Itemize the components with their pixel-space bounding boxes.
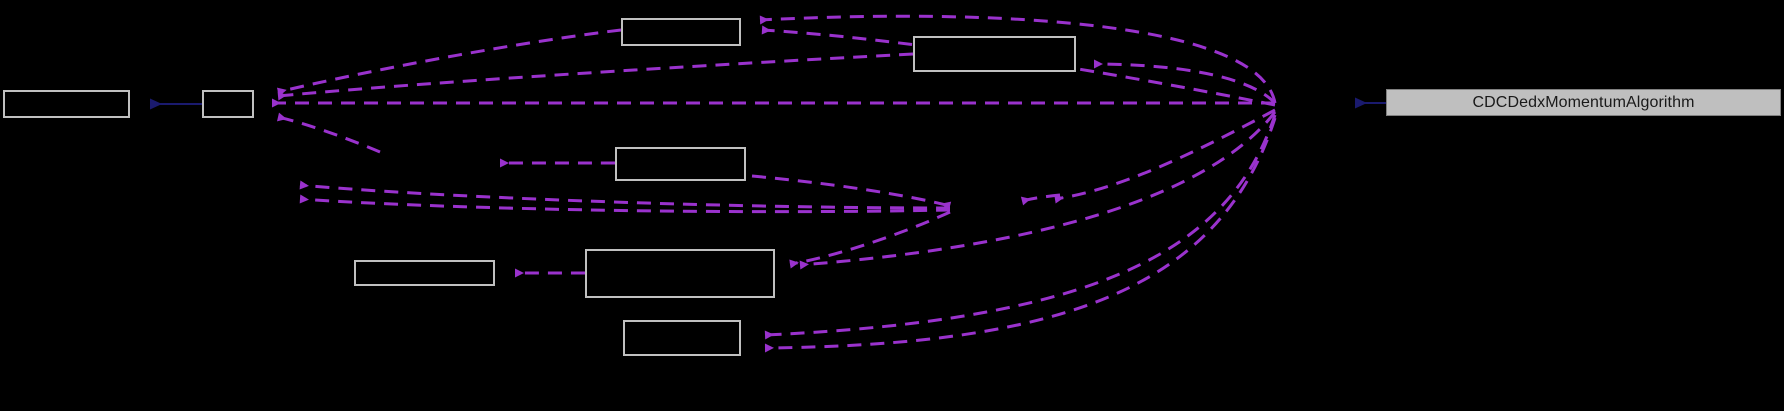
edge-n2-branch-b bbox=[299, 180, 951, 210]
edge-n7-right-in bbox=[789, 210, 951, 269]
edge-hub-to-n8a bbox=[764, 114, 1277, 340]
graph-node-3[interactable] bbox=[621, 18, 741, 46]
edge-hub-to-n5-mid bbox=[1054, 108, 1276, 204]
graph-node-2[interactable] bbox=[202, 90, 254, 118]
edge-usage-group bbox=[272, 14, 1277, 353]
graph-node-5[interactable] bbox=[615, 147, 746, 181]
edge-hub-to-n7 bbox=[799, 111, 1277, 270]
edge-n4-to-n2 bbox=[277, 52, 914, 101]
graph-node-7[interactable] bbox=[585, 249, 775, 298]
graph-node-4[interactable] bbox=[913, 36, 1076, 72]
edge-hub-to-n4 bbox=[1093, 59, 1277, 105]
graph-node-cdcdedxmomentumalgorithm-label: CDCDedxMomentumAlgorithm bbox=[1472, 93, 1695, 111]
graph-node-cdcdedxmomentumalgorithm[interactable]: CDCDedxMomentumAlgorithm bbox=[1386, 89, 1781, 116]
edge-n3-to-n2 bbox=[276, 28, 622, 97]
edge-hub-mid-stub bbox=[1020, 193, 1061, 206]
edge-n2-branch-a bbox=[277, 112, 381, 154]
edge-n5-right-in bbox=[751, 174, 952, 211]
graph-node-6[interactable] bbox=[354, 260, 495, 286]
edge-hub-to-n3b bbox=[761, 25, 1276, 107]
edge-hub-to-n8b bbox=[764, 117, 1277, 353]
edge-inheritance-group bbox=[150, 97, 1386, 110]
graph-node-1[interactable] bbox=[3, 90, 130, 118]
edge-n2-branch-c bbox=[299, 194, 951, 214]
edge-hub-to-n3 bbox=[759, 14, 1277, 104]
graph-node-8[interactable] bbox=[623, 320, 741, 356]
